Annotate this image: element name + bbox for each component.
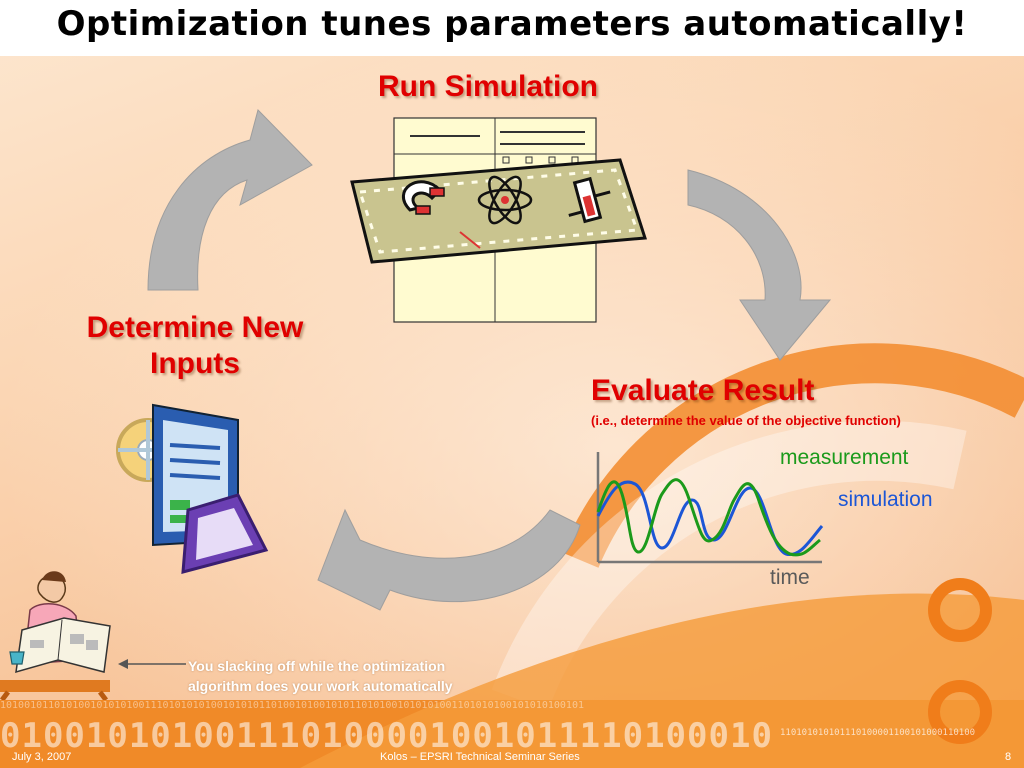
legend-simulation: simulation [838, 488, 933, 511]
caption-line: algorithm does your work automatically [188, 678, 453, 694]
battery-icon [568, 176, 611, 224]
determine-label-line: Inputs [150, 347, 240, 380]
evaluate-result-label: Evaluate Result [591, 374, 815, 407]
binary-decor: 010010101001110100001001011110100010 [0, 716, 773, 752]
binary-decor: 110101010101110100001100101000110100 [780, 728, 976, 738]
atom-icon [477, 175, 533, 225]
legend-measurement: measurement [780, 446, 909, 469]
binary-decor: 1010010110101001010101001110101010100101… [0, 700, 584, 711]
person-clipart [0, 571, 111, 700]
run-simulation-label: Run Simulation [378, 70, 598, 103]
newspaper-icon [15, 617, 111, 674]
evaluate-chart [596, 452, 824, 564]
orange-arc [561, 343, 1024, 568]
simulation-document [350, 117, 648, 323]
pointer-arrow [118, 659, 186, 669]
arrow-icon [687, 169, 832, 361]
arrow-icon [147, 109, 313, 291]
footer-date: July 3, 2007 [12, 751, 72, 763]
arrow-icon [317, 508, 581, 611]
axis-label-time: time [770, 566, 810, 589]
orange-ring [928, 578, 992, 642]
magnet-icon [402, 180, 445, 215]
footer-title: Kolos – EPSRI Technical Seminar Series [380, 751, 580, 763]
caption: You slacking off while the optimization … [188, 656, 453, 696]
background-art [0, 56, 1024, 768]
caption-line: You slacking off while the optimization [188, 658, 446, 674]
footer-page-number: 8 [1005, 751, 1012, 763]
determine-inputs-label: Determine New Inputs [50, 310, 340, 382]
coffee-cup-icon [9, 651, 25, 665]
evaluate-result-subtitle: (i.e., determine the value of the object… [591, 413, 901, 428]
measurement-line [596, 478, 821, 557]
computer-clipart [116, 403, 269, 574]
orange-ring [928, 680, 992, 744]
slide-title: Optimization tunes parameters automatica… [56, 4, 968, 44]
title-bar [0, 0, 1024, 56]
determine-label-line: Determine New [86, 311, 304, 344]
